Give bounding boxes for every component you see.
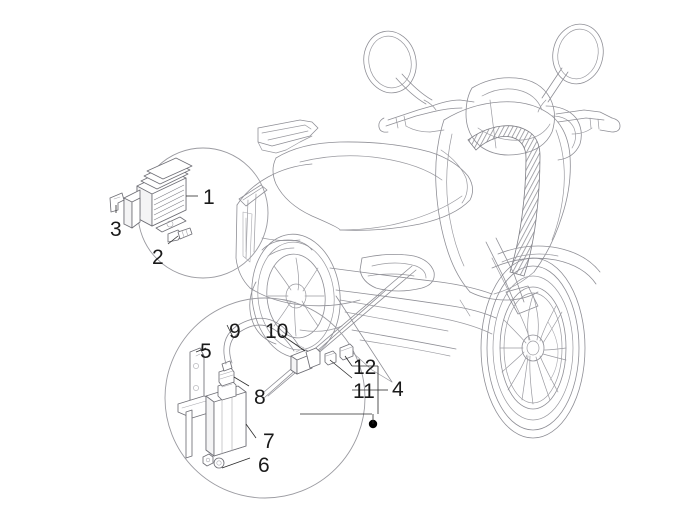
left-mirror [363, 30, 437, 111]
callout-label-3: 3 [110, 218, 122, 241]
headlamp [545, 105, 582, 161]
ht-lead-part [223, 317, 305, 365]
front-legshield [435, 101, 571, 301]
regulator-detail-circle [109, 147, 269, 279]
scooter-illustration [235, 23, 621, 439]
callout-label-8: 8 [254, 386, 266, 409]
callout-label-10: 10 [265, 320, 289, 343]
callout-label-6: 6 [258, 454, 270, 477]
side-scoop [359, 254, 435, 292]
ignition-coil-part [205, 380, 247, 457]
callout-label-1: 1 [203, 186, 215, 209]
callout-label-7: 7 [263, 430, 275, 453]
callout-label-12: 12 [353, 356, 377, 379]
lower-frame [351, 299, 471, 383]
callout-label-9: 9 [229, 320, 241, 343]
seat [272, 141, 473, 231]
assembly-4-bracket [300, 365, 388, 429]
nut-washer-part [202, 453, 225, 469]
terminal-parts [324, 343, 354, 366]
handlebar-assembly [378, 99, 621, 135]
callout-label-11: 11 [353, 380, 375, 403]
callout-label-5: 5 [200, 340, 212, 363]
cable-connector-part [290, 347, 321, 375]
rear-rack [257, 119, 319, 154]
handlebar-cowl [465, 77, 555, 156]
legshield-trim [467, 125, 541, 277]
tail-light [238, 184, 268, 207]
spark-plug-cap-part [218, 360, 235, 387]
regulator-clip-part [109, 192, 125, 213]
regulator-screw-part [167, 227, 193, 243]
right-mirror [537, 23, 604, 113]
callout-label-2: 2 [152, 246, 164, 269]
floorboard [329, 267, 497, 357]
rear-wheel [249, 233, 343, 359]
ignition-detail-circle [164, 297, 366, 499]
front-wheel [480, 257, 586, 439]
voltage-regulator-part [123, 157, 193, 233]
callout-label-4: 4 [392, 378, 404, 401]
